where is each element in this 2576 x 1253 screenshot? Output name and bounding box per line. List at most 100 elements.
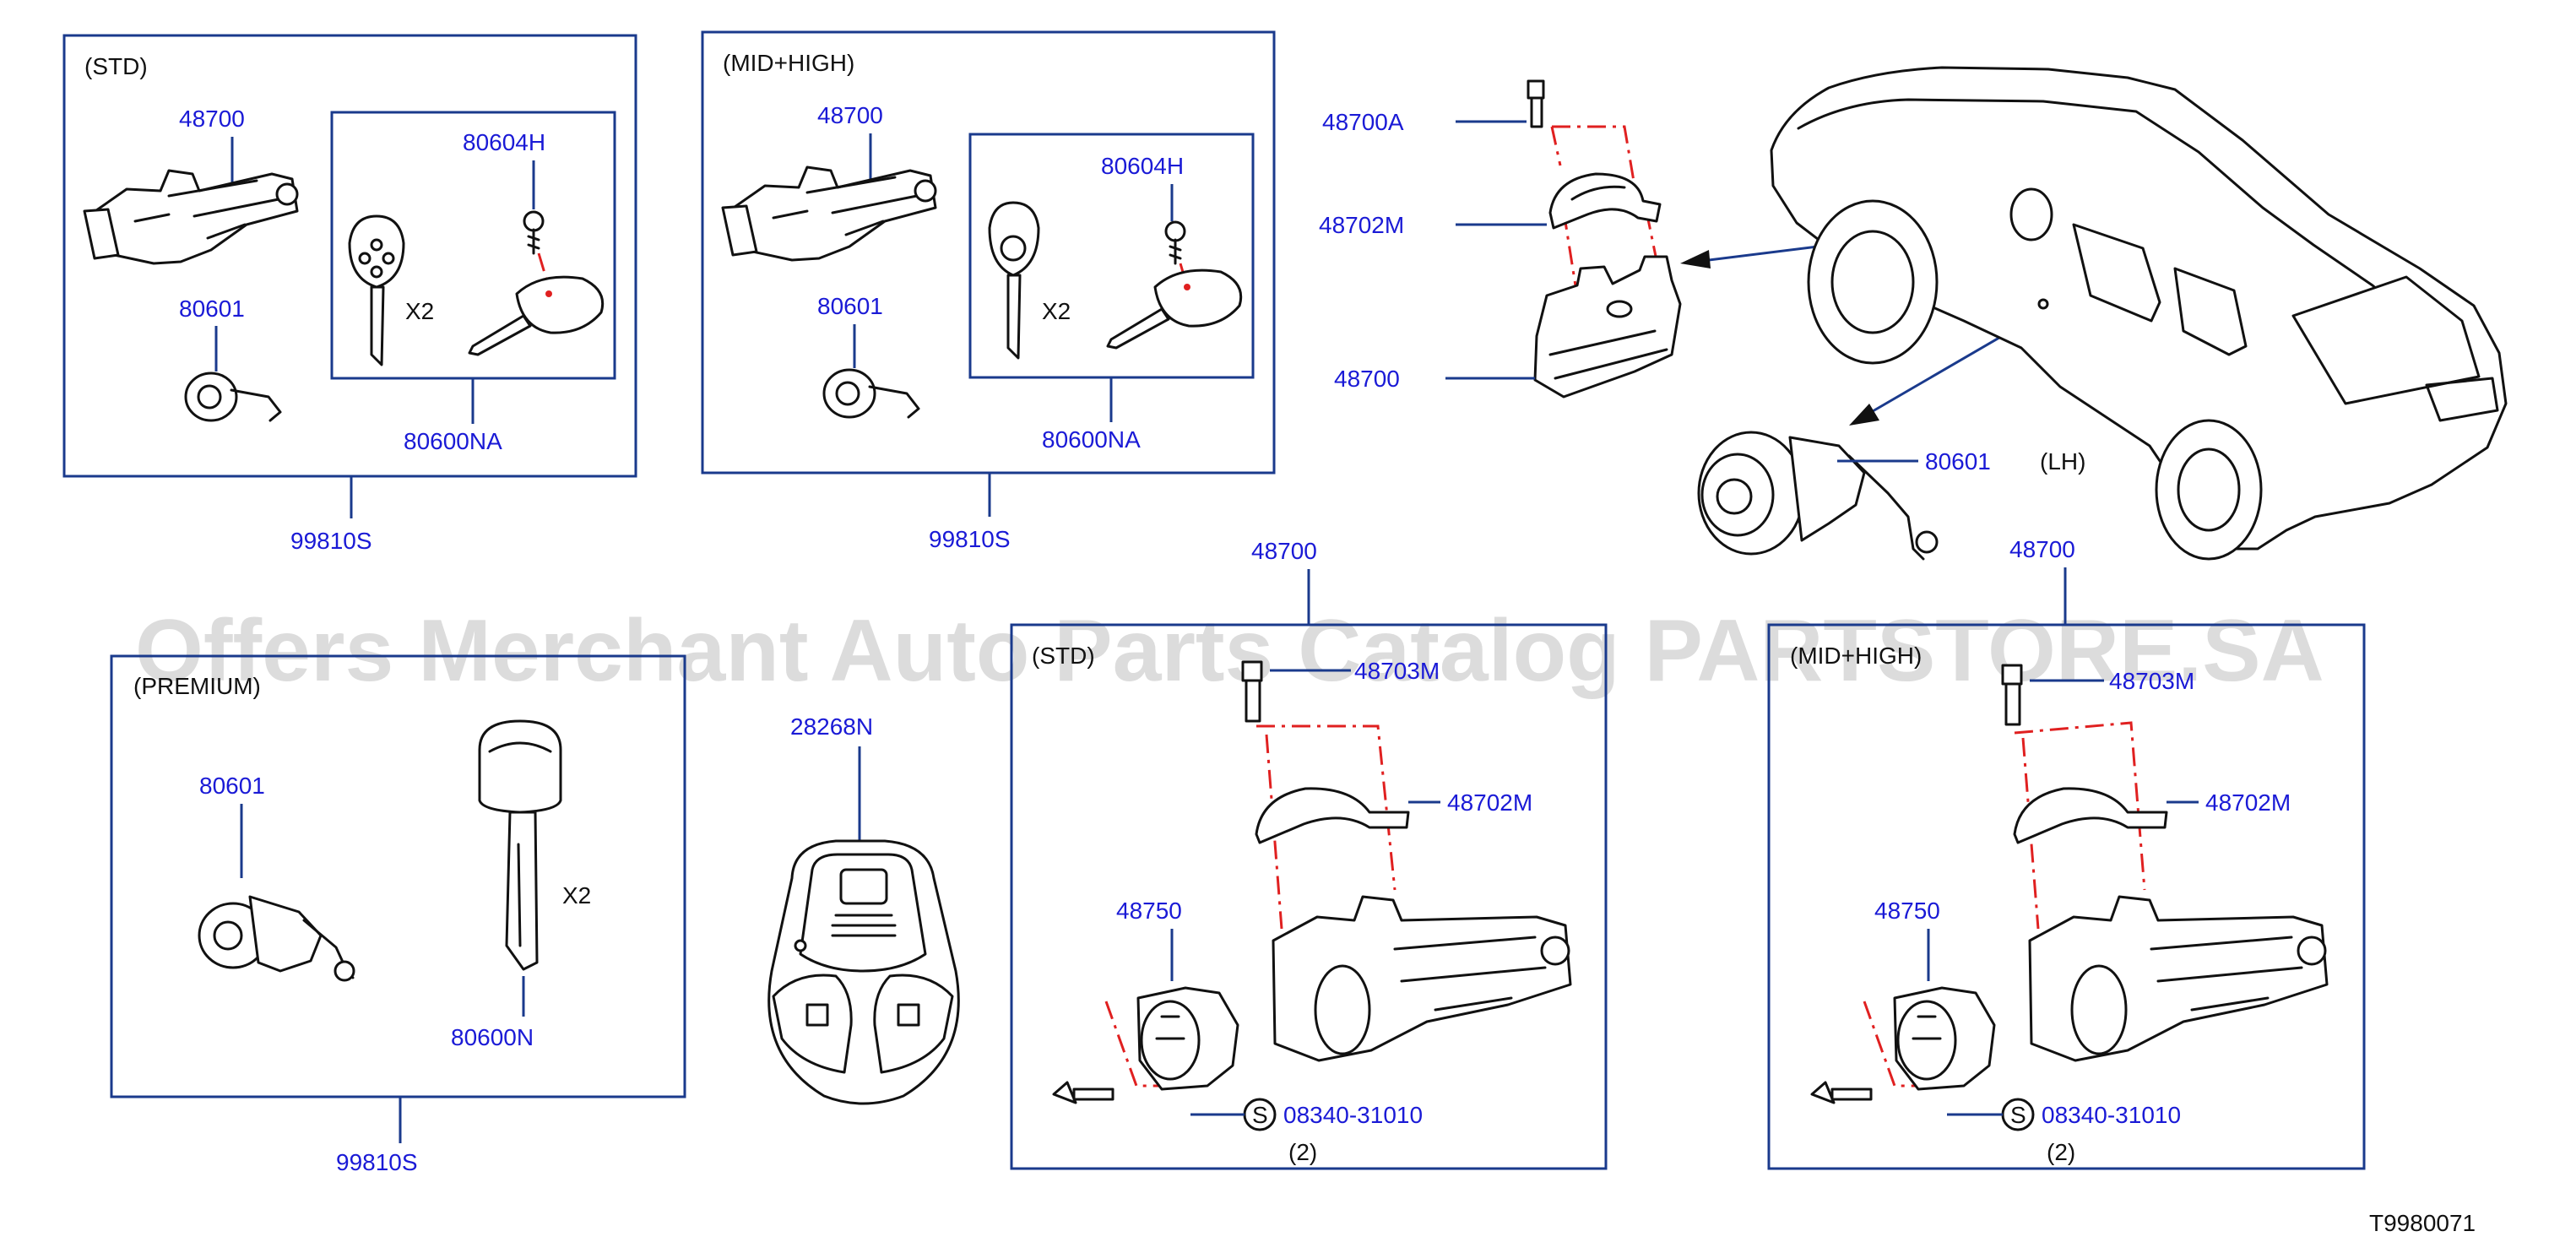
vehicle-window-rear-icon xyxy=(2173,267,2248,356)
part-48700-lower-std[interactable]: 48700 xyxy=(1251,538,1317,564)
arrow-head-ignition-icon xyxy=(1680,250,1711,268)
dash-guide-lower-mid-b xyxy=(2021,737,2040,930)
vehicle-tail-lamp-icon xyxy=(2425,377,2499,422)
key-fob-icon xyxy=(767,839,960,1105)
part-48700A-top[interactable]: 48700A xyxy=(1322,109,1404,135)
arrow-head-door-icon xyxy=(1849,404,1879,426)
dash-guide-top-b xyxy=(1550,126,1562,166)
qty-lower-std: (2) xyxy=(1288,1139,1317,1165)
lock-housing-icon xyxy=(1533,255,1682,399)
dash-guide-lower-std-a xyxy=(1256,724,1396,891)
vehicle-door-handle-icon xyxy=(2037,298,2049,310)
remote-fob: 28268N xyxy=(767,713,960,1105)
group-premium-label: (PREMIUM) xyxy=(133,673,261,699)
part-48750-lower-mid-high[interactable]: 48750 xyxy=(1874,898,1940,924)
ignition-lock-icon xyxy=(721,165,937,262)
screw-icon xyxy=(1164,220,1186,265)
remote-key-icon xyxy=(468,275,605,356)
door-lock-cylinder-icon xyxy=(822,368,920,419)
x2-std: X2 xyxy=(405,298,434,324)
part-48703M-lower-std[interactable]: 48703M xyxy=(1354,658,1440,684)
bolt-icon xyxy=(1527,79,1545,128)
part-48702M-lower-mid-high[interactable]: 48702M xyxy=(2205,789,2291,816)
group-lower-mid-high: 48700 (MID+HIGH) 48703M 48702M 48750 xyxy=(1767,536,2366,1170)
ignition-lock-icon xyxy=(83,169,299,265)
label-lh: (LH) xyxy=(2040,448,2085,475)
smart-key-blade-icon xyxy=(478,719,562,971)
part-28268N[interactable]: 28268N xyxy=(790,713,873,740)
group-premium-frame xyxy=(110,654,686,1098)
part-80600NA-std[interactable]: 80600NA xyxy=(404,428,502,454)
part-80601-premium[interactable]: 80601 xyxy=(199,773,265,799)
watermark: Offers Merchant Auto Parts Catalog PARTS… xyxy=(135,602,2324,700)
group-premium: (PREMIUM) 80601 X2 80600N 99810S xyxy=(110,654,686,1175)
key-cylinder-icon xyxy=(1136,986,1239,1091)
vehicle-fuel-door-icon xyxy=(2009,187,2053,241)
bolt-icon xyxy=(1241,660,1263,723)
part-08340-31010-lower-std[interactable]: 08340-31010 xyxy=(1283,1102,1423,1128)
door-lock-cylinder-icon xyxy=(184,372,282,422)
part-48702M-lower-std[interactable]: 48702M xyxy=(1447,789,1532,816)
group-lower-std: 48700 (STD) 48703M 48702M 48750 xyxy=(1010,538,1608,1170)
key-blade-icon xyxy=(348,214,405,366)
group-mid-high-label: (MID+HIGH) xyxy=(723,50,854,76)
part-48700-lower-mid-high[interactable]: 48700 xyxy=(2009,536,2075,562)
group-mid-high: (MID+HIGH) 48700 80604H X2 80601 xyxy=(701,30,1276,552)
remote-key-icon xyxy=(1106,268,1243,350)
ignition-lock-icon xyxy=(2028,895,2329,1062)
door-lock-cylinder-lh-icon xyxy=(1697,431,1939,561)
clamp-bracket-icon xyxy=(1548,172,1662,230)
part-80604H-std[interactable]: 80604H xyxy=(463,129,545,155)
key-blade-icon xyxy=(988,201,1040,360)
part-80601-mid-high[interactable]: 80601 xyxy=(817,293,883,319)
vehicle-window-back-icon xyxy=(2291,275,2481,405)
group-lower-mid-high-frame xyxy=(1767,623,2366,1170)
x2-premium: X2 xyxy=(562,882,591,909)
dash-guide-lower-mid-a xyxy=(2014,721,2146,891)
part-80601-top[interactable]: 80601 xyxy=(1925,448,1991,475)
clamp-bracket-icon xyxy=(1255,787,1410,844)
group-std-label: (STD) xyxy=(84,53,148,79)
part-48700-mid-high[interactable]: 48700 xyxy=(817,102,883,128)
part-80601-std[interactable]: 80601 xyxy=(179,296,245,322)
group-lower-std-label: (STD) xyxy=(1032,643,1095,669)
part-48700-std[interactable]: 48700 xyxy=(179,106,245,132)
vehicle-wheel-front-hub-icon xyxy=(1830,230,1915,334)
vehicle-outline xyxy=(1770,66,2508,561)
part-80600NA-mid-high[interactable]: 80600NA xyxy=(1042,426,1141,453)
qty-lower-mid-high: (2) xyxy=(2047,1139,2075,1165)
part-80604H-mid-high[interactable]: 80604H xyxy=(1101,153,1184,179)
part-48703M-lower-mid-high[interactable]: 48703M xyxy=(2109,668,2194,694)
part-80600N-premium[interactable]: 80600N xyxy=(451,1024,534,1050)
kit-99810S-std[interactable]: 99810S xyxy=(290,528,372,554)
screw-icon xyxy=(1810,1081,1873,1104)
screw-icon xyxy=(523,210,545,255)
part-48702M-top[interactable]: 48702M xyxy=(1319,212,1404,238)
std-mark-lower-mid-high: S xyxy=(2010,1102,2026,1128)
vehicle-roof-icon xyxy=(1797,98,2442,350)
part-48700-top[interactable]: 48700 xyxy=(1334,366,1400,392)
door-lock-cylinder-icon xyxy=(198,895,355,982)
ignition-lock-icon xyxy=(1272,895,1572,1062)
x2-mid-high: X2 xyxy=(1042,298,1071,324)
vehicle-window-front-icon xyxy=(2072,223,2161,323)
group-lower-std-frame xyxy=(1010,623,1608,1170)
group-lower-mid-high-label: (MID+HIGH) xyxy=(1790,643,1922,669)
bolt-icon xyxy=(2001,664,2023,726)
figure-id: T9980071 xyxy=(2369,1210,2476,1236)
dash-guide-std xyxy=(537,252,550,288)
part-48750-lower-std[interactable]: 48750 xyxy=(1116,898,1182,924)
kit-99810S-mid-high[interactable]: 99810S xyxy=(929,526,1011,552)
vehicle-wheel-rear-hub-icon xyxy=(2177,448,2241,532)
std-mark-lower-std: S xyxy=(1252,1102,1268,1128)
top-exploded-assembly: 48700A 48702M 48700 xyxy=(1319,79,2085,561)
part-08340-31010-lower-mid-high[interactable]: 08340-31010 xyxy=(2042,1102,2181,1128)
kit-99810S-premium[interactable]: 99810S xyxy=(336,1149,418,1175)
dash-guide-top-c xyxy=(1562,210,1582,318)
screw-icon xyxy=(1052,1081,1114,1104)
key-cylinder-icon xyxy=(1893,986,1996,1091)
clamp-bracket-icon xyxy=(2013,787,2168,844)
dash-guide-top-a xyxy=(1552,125,1640,207)
group-std: (STD) 48700 80604H X2 80601 xyxy=(62,34,637,554)
